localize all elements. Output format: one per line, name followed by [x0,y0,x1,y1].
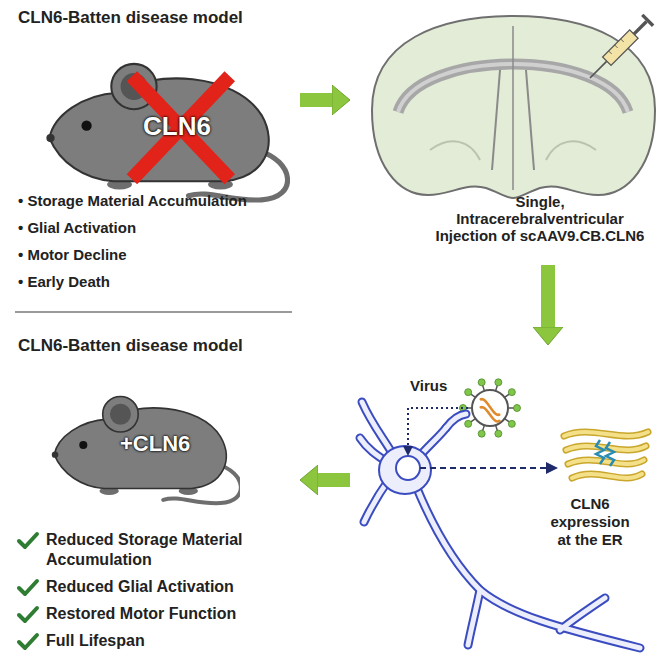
syringe-cap [641,14,654,27]
nucleus [396,456,420,480]
mouse-body [54,408,226,489]
cell-body [379,446,431,494]
neurite [446,414,466,428]
virus-icon [460,379,521,437]
mouse-label: CLN6 [143,111,211,142]
panel-title: Virus [410,377,447,395]
virus-spike-tip [478,430,485,437]
panel-title: CLN6-Batten disease model [18,8,298,28]
text-list: Reduced Storage Material AccumulationRed… [16,530,288,658]
check-stroke [19,534,37,547]
neurite-fill [416,486,640,648]
brain-section [372,16,655,198]
separator-line [15,311,292,313]
check-stroke [19,635,37,648]
check-mark [16,578,40,598]
cln6-protein [606,442,614,466]
mouse-node: CLN6 [15,35,290,205]
er-lumen [564,432,648,436]
mouse-label: +CLN6 [120,431,190,457]
mouse-node: +CLN6 [30,373,240,508]
syringe-tick [615,45,618,48]
outcome-item: Reduced Storage Material Accumulation [46,530,288,570]
symptom-item: • Glial Activation [18,219,298,237]
er-lumen [572,474,642,478]
er-membrane [564,432,648,436]
panel-title: CLN6-Batten disease model [18,336,298,356]
symptom-item: • Storage Material Accumulation [18,192,298,210]
check-mark [16,531,40,551]
neuron [360,402,640,648]
text-list: • Storage Material Accumulation • Glial A… [18,192,298,300]
ventricle-line [492,70,500,170]
expression-path [420,467,548,469]
outcome-item: Reduced Glial Activation [46,577,288,597]
mouse-ear [103,396,139,432]
brain-fold [430,141,480,160]
ventricle-line [526,70,534,170]
flow-arrow [541,265,555,327]
virus-genome [480,399,500,421]
syringe-tick [609,51,612,54]
red-cross [132,76,230,179]
virus-spike-tip [495,430,502,437]
check-stroke [19,608,37,621]
neurite [416,486,640,648]
outcome-item: Full Lifespan [46,631,288,651]
stage-panel: Single, Intracerebralventricular Injecti… [350,0,664,265]
midline [512,26,514,190]
stage-panel: VirusCLN6 expression at the ER [350,345,664,664]
mouse-nose [52,451,58,457]
virus-spike-tip [514,405,521,412]
check-mark [16,605,40,625]
er-membrane [572,474,642,478]
neurite-fill [468,590,480,645]
flow-arrow [300,93,332,107]
virus-spike-tip [508,389,515,396]
syringe-plunger [634,22,647,35]
stage-panel: +CLN6 CLN6-Batten disease modelReduced St… [0,318,300,664]
cln6-protein [596,440,604,464]
caption-text: CLN6 expression at the ER [542,495,638,549]
virus-spike-tip [495,379,502,386]
er-membrane [568,460,644,464]
mouse-body [49,78,268,181]
neurite-fill [560,598,605,630]
neurite [560,598,605,630]
syringe-needle [590,61,607,78]
check-stroke [19,581,37,594]
outcome-item: Restored Motor Function [46,604,288,624]
expression-arrowhead [546,462,558,474]
mouse-ear-inner [110,404,131,425]
mouse-eye [79,441,87,449]
symptom-item: • Early Death [18,273,298,291]
caption-text: Single, Intracerebralventricular Injecti… [432,193,648,244]
entry-arrowhead [403,446,413,456]
neurite-fill [446,414,466,428]
virus-spike-tip [508,420,515,427]
brain-outline [372,16,655,198]
stage-panel: CLN6 CLN6-Batten disease model • Storage M… [0,0,300,305]
virus-spike-tip [478,379,485,386]
syringe [585,14,655,84]
entry-path [408,408,468,448]
endoplasmic-reticulum [564,432,648,478]
red-cross [132,76,230,179]
syringe-tick [621,39,624,42]
virus-spike-tip [465,389,472,396]
check-mark [16,632,40,652]
er-lumen [568,460,644,464]
neurite [468,590,480,645]
virus-spike-tip [465,420,472,427]
symptom-item: • Motor Decline [18,246,298,264]
virus-capsid [472,390,508,426]
mouse-eye [81,121,91,131]
syringe-barrel [603,30,638,65]
mouse-nose [46,134,54,142]
brain-fold [546,141,596,160]
flow-arrow [318,473,350,487]
